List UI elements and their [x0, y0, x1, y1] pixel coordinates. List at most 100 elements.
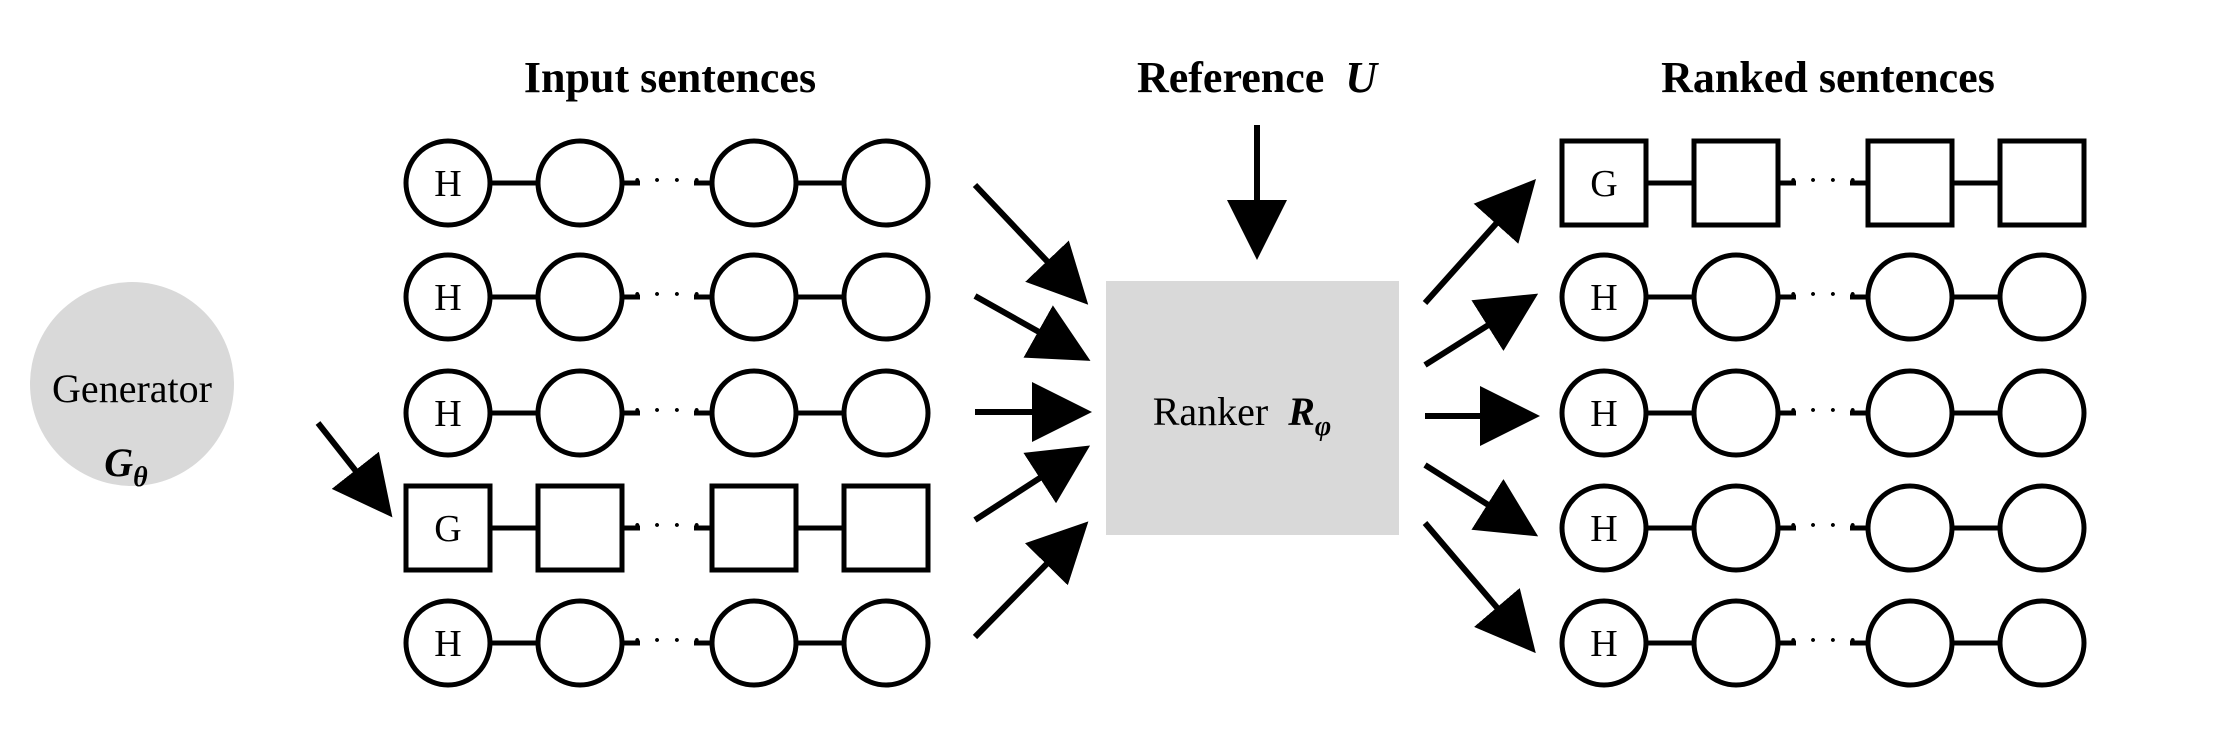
word-token-circle	[841, 138, 931, 228]
word-token-circle	[1997, 368, 2087, 458]
word-token-circle	[1691, 252, 1781, 342]
ranker-symbol-sub: φ	[1315, 411, 1331, 442]
word-token-circle	[1865, 368, 1955, 458]
start-token-circle	[403, 138, 493, 228]
generator-label: Generator	[52, 366, 212, 411]
start-token-square	[1559, 138, 1649, 228]
ranker-node: Ranker Rφ	[1106, 281, 1399, 535]
start-token-letter: H	[1590, 393, 1617, 435]
reference-heading-prefix: Reference	[1137, 53, 1324, 102]
reference-variable: U	[1345, 53, 1379, 102]
start-token-letter: H	[434, 623, 461, 665]
start-token-circle	[403, 252, 493, 342]
word-token-square	[709, 483, 799, 573]
input-sentence-row: · · · · H	[403, 598, 931, 688]
ranker-to-output-arrow	[1422, 521, 1536, 654]
start-token-letter: H	[1590, 277, 1617, 319]
ranked-sentence-row: · · · · H	[1559, 598, 2087, 688]
input-sentence-row: · · · · H	[403, 138, 931, 228]
generator-node: Generator Gθ	[30, 282, 234, 493]
input-sentence-row: · · · · H	[403, 252, 931, 342]
word-token-circle	[1691, 368, 1781, 458]
start-token-letter: H	[434, 277, 461, 319]
input-to-ranker-arrow	[973, 445, 1091, 523]
generator-circle	[30, 282, 234, 486]
ellipsis-dots: · · · ·	[1788, 162, 1859, 199]
ellipsis-dots: · · · ·	[1788, 622, 1859, 659]
ranked-sentence-row: · · · · G	[1559, 138, 2087, 228]
word-token-circle	[1691, 598, 1781, 688]
input-sentence-rows: · · · · H · · · · H · · · · H · · · · G · · · · H	[403, 138, 931, 688]
input-to-ranker-arrow	[972, 182, 1089, 305]
word-token-circle	[1691, 483, 1781, 573]
word-token-square	[1691, 138, 1781, 228]
word-token-circle	[841, 368, 931, 458]
ellipsis-dots: · · · ·	[632, 622, 703, 659]
flow-arrows	[315, 125, 1540, 654]
word-token-circle	[709, 368, 799, 458]
ranker-box	[1106, 281, 1399, 535]
ellipsis-dots: · · · ·	[632, 162, 703, 199]
ellipsis-dots: · · · ·	[632, 507, 703, 544]
ellipsis-dots: · · · ·	[1788, 392, 1859, 429]
word-token-circle	[709, 252, 799, 342]
start-token-letter: H	[1590, 623, 1617, 665]
word-token-circle	[535, 138, 625, 228]
input-to-ranker-arrow	[972, 521, 1089, 640]
generator-symbol-sub: θ	[133, 462, 148, 493]
ellipsis-dots: · · · ·	[1788, 507, 1859, 544]
start-token-circle	[403, 368, 493, 458]
word-token-circle	[535, 368, 625, 458]
start-token-circle	[1559, 368, 1649, 458]
word-token-circle	[841, 252, 931, 342]
start-token-letter: G	[434, 508, 461, 550]
word-token-square	[535, 483, 625, 573]
start-token-letter: G	[1590, 163, 1617, 205]
ellipsis-dots: · · · ·	[632, 392, 703, 429]
generator-arrow	[315, 421, 393, 518]
word-token-circle	[1997, 483, 2087, 573]
start-token-letter: H	[434, 163, 461, 205]
generator-symbol-var: G	[104, 440, 133, 485]
ranked-sentence-row: · · · · H	[1559, 483, 2087, 573]
start-token-circle	[1559, 252, 1649, 342]
word-token-square	[841, 483, 931, 573]
ellipsis-dots: · · · ·	[632, 276, 703, 313]
word-token-circle	[1865, 252, 1955, 342]
ranker-symbol-var: R	[1287, 389, 1315, 434]
word-token-circle	[1997, 598, 2087, 688]
start-token-circle	[1559, 483, 1649, 573]
reference-heading: Reference U	[1137, 53, 1379, 102]
start-token-letter: H	[1590, 508, 1617, 550]
word-token-circle	[1865, 598, 1955, 688]
start-token-square	[403, 483, 493, 573]
start-token-circle	[1559, 598, 1649, 688]
input-sentence-row: · · · · G	[403, 483, 931, 573]
word-token-square	[1997, 138, 2087, 228]
word-token-circle	[535, 252, 625, 342]
generator-symbol: Gθ	[104, 440, 148, 493]
word-token-circle	[709, 138, 799, 228]
word-token-square	[1865, 138, 1955, 228]
ranker-to-output-arrow	[1422, 179, 1537, 306]
input-sentence-row: · · · · H	[403, 368, 931, 458]
input-to-ranker-arrow	[973, 293, 1091, 361]
ranked-sentences-heading: Ranked sentences	[1661, 53, 1995, 102]
word-token-circle	[1997, 252, 2087, 342]
ranker-to-output-arrow	[1423, 293, 1539, 368]
input-sentences-heading: Input sentences	[524, 53, 816, 102]
ellipsis-dots: · · · ·	[1788, 276, 1859, 313]
word-token-circle	[709, 598, 799, 688]
ranker-label: Ranker	[1153, 389, 1269, 434]
ranker-to-output-arrow	[1423, 462, 1539, 537]
start-token-circle	[403, 598, 493, 688]
word-token-circle	[841, 598, 931, 688]
ranked-sentence-rows: · · · · G · · · · H · · · · H · · · · H · · · · H	[1559, 138, 2087, 688]
word-token-circle	[1865, 483, 1955, 573]
ranked-sentence-row: · · · · H	[1559, 252, 2087, 342]
ranked-sentence-row: · · · · H	[1559, 368, 2087, 458]
start-token-letter: H	[434, 393, 461, 435]
word-token-circle	[535, 598, 625, 688]
ranker-symbol: Ranker Rφ	[1153, 389, 1332, 442]
